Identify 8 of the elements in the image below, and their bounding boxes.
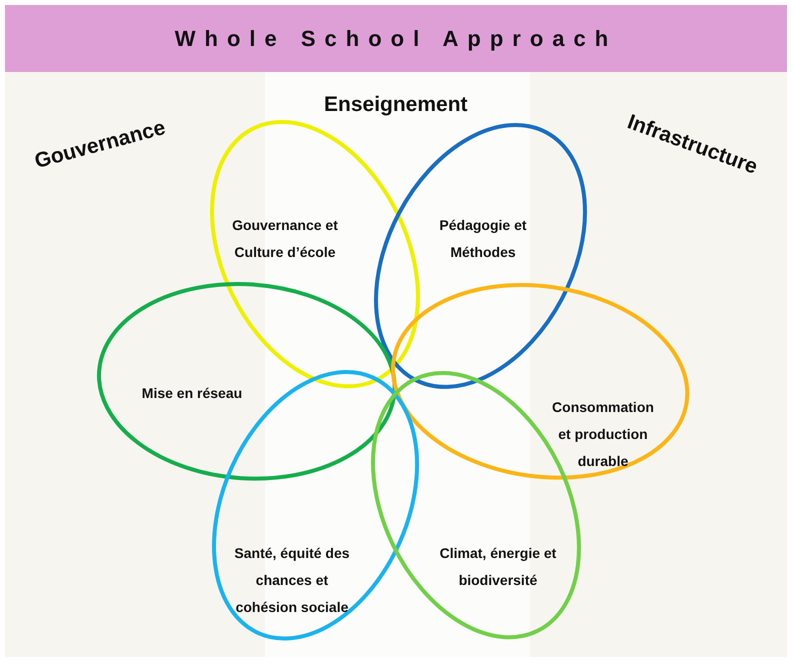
petal-label: Climat, énergie et biodiversité	[438, 544, 558, 590]
category-heading: Enseignement	[324, 93, 468, 117]
petal-label: Consommation et production durable	[551, 398, 655, 471]
petal-label: Gouvernance et Culture d’école	[231, 216, 339, 262]
title: Whole School Approach	[174, 26, 618, 52]
petal-label: Santé, équité des chances et cohésion sociale	[233, 544, 351, 617]
petal-label: Mise en réseau	[140, 384, 244, 403]
petal-label: Pédagogie et Méthodes	[438, 216, 528, 262]
